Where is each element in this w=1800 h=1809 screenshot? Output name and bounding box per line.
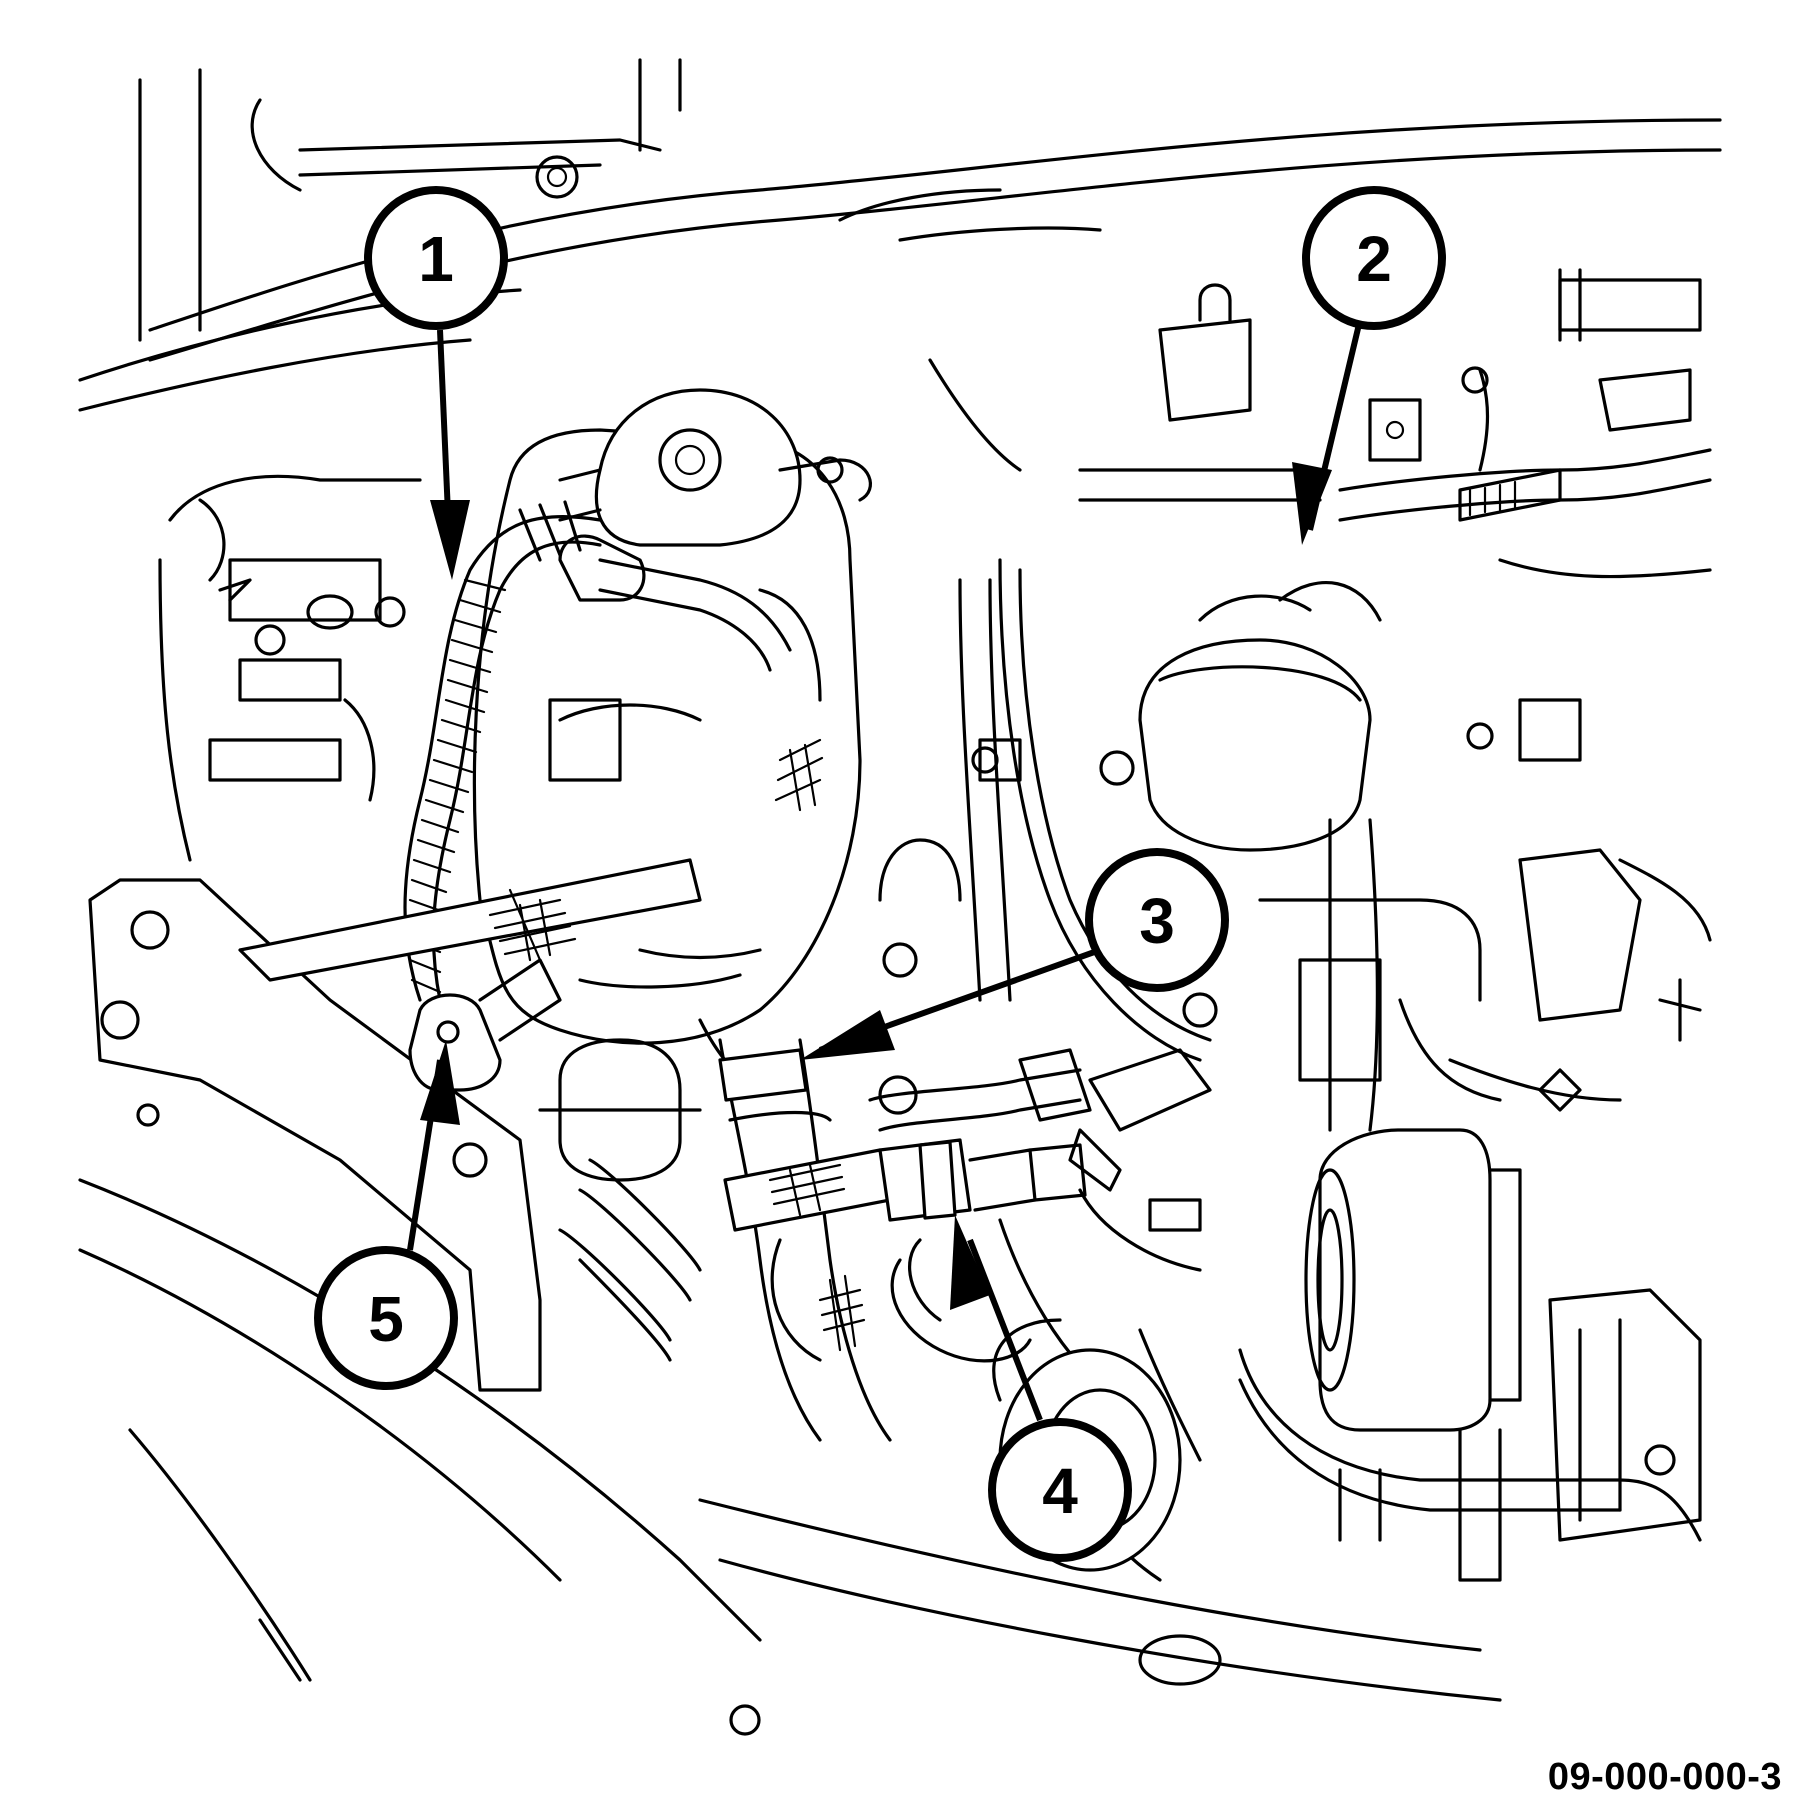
callout-3: 3 <box>800 848 1229 1060</box>
callout-5: 5 <box>314 1040 460 1390</box>
callout-2-arrowhead <box>1292 462 1332 545</box>
callout-2: 2 <box>1292 186 1446 545</box>
callout-4: 4 <box>950 1215 1132 1562</box>
mounting-bracket <box>88 878 702 1392</box>
upper-cowl-structure <box>78 58 1722 412</box>
callout-4-label: 4 <box>1042 1455 1078 1527</box>
fender-arcs <box>78 1178 1502 1736</box>
figure-id: 09-000-000-3 <box>1547 1756 1782 1798</box>
mid-bracket-components <box>538 578 1022 1182</box>
callout-5-arrowhead <box>420 1040 460 1125</box>
callout-1-label: 1 <box>418 223 454 295</box>
ground-connector <box>408 958 562 1092</box>
callout-3-arrowhead <box>800 1010 895 1060</box>
coolant-hose <box>718 1038 892 1442</box>
hose-clamp <box>878 1138 1087 1222</box>
engine-block <box>928 358 1712 1132</box>
callout-1: 1 <box>364 186 508 580</box>
callout-3-label: 3 <box>1139 885 1175 957</box>
left-bracket-assembly <box>158 474 422 862</box>
callout-1-arrowhead <box>430 500 470 580</box>
fuel-line-hoses <box>868 1048 1212 1363</box>
reservoir-cap <box>558 388 872 547</box>
upper-right-hoses <box>1158 268 1712 579</box>
callout-4-arrowhead <box>950 1215 990 1310</box>
callout-5-label: 5 <box>368 1283 404 1355</box>
harness-tape <box>238 858 702 982</box>
callout-2-label: 2 <box>1356 223 1392 295</box>
